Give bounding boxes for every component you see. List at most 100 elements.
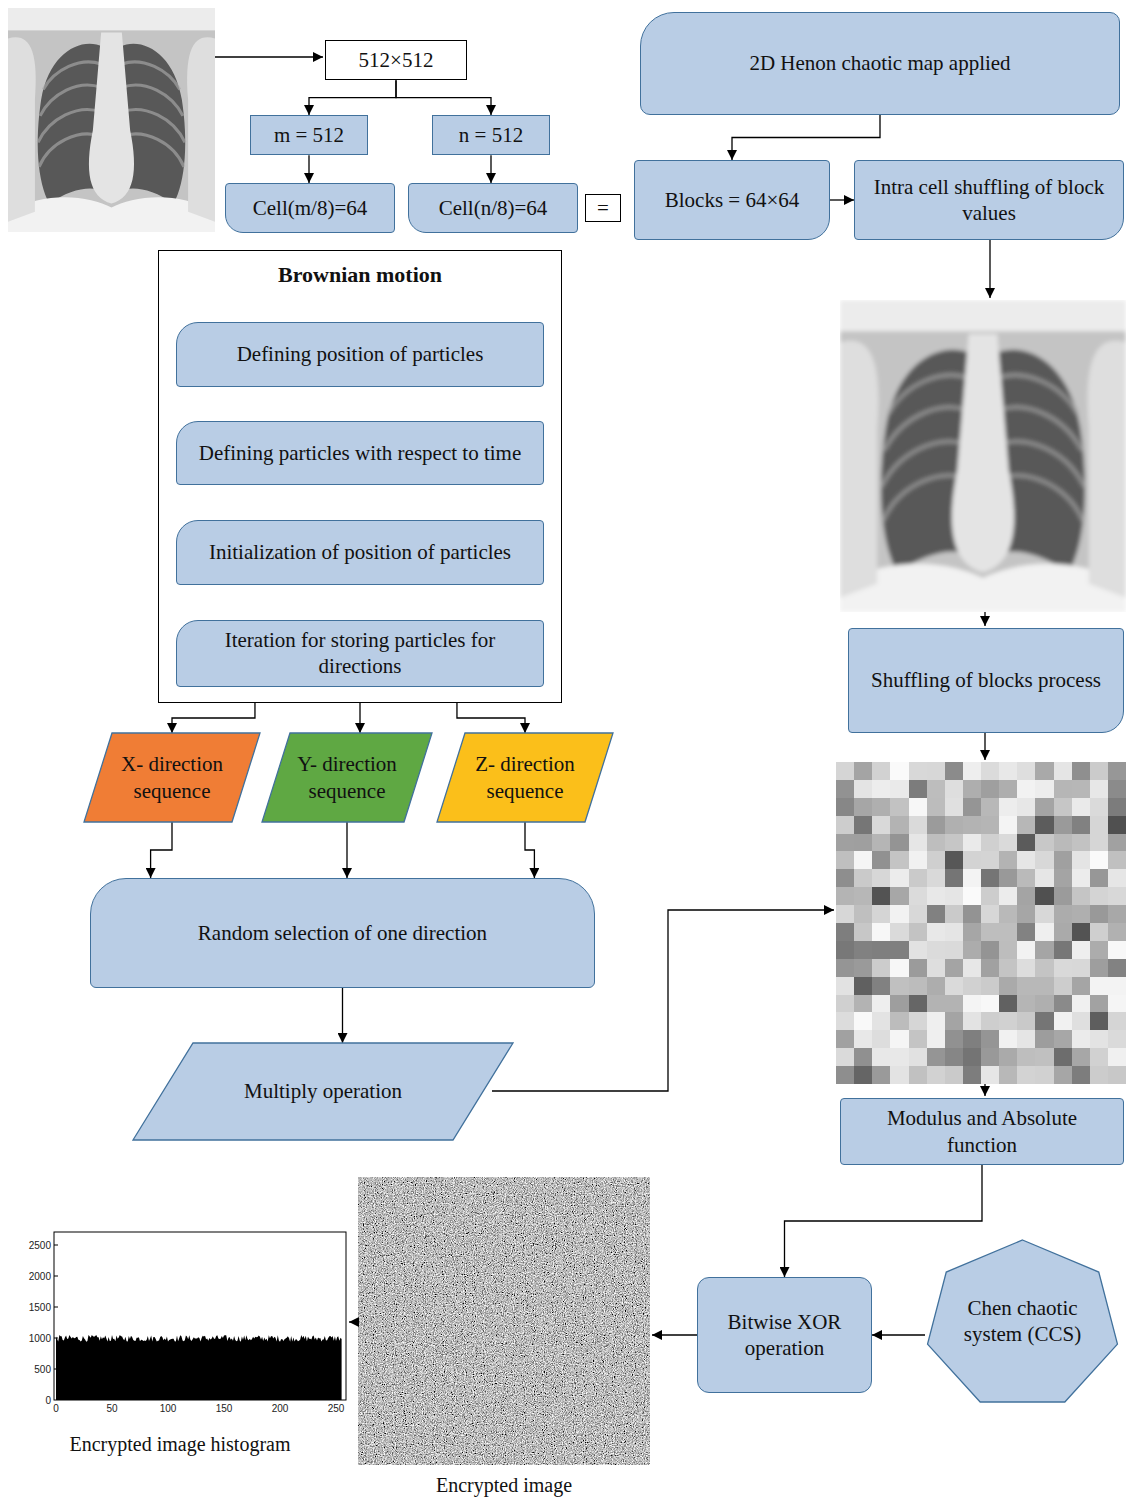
flow-connector <box>830 199 854 200</box>
pixel-block <box>1072 977 1090 995</box>
process-box: Intra cell shuffling of block values <box>854 160 1124 240</box>
pixel-block <box>909 905 927 923</box>
pixel-block <box>981 995 999 1012</box>
pixel-block <box>981 1048 999 1066</box>
pixel-block <box>981 905 999 923</box>
pixel-block <box>1035 1048 1054 1066</box>
pixel-block <box>963 923 981 941</box>
pixel-block <box>909 1066 927 1084</box>
pixel-block <box>945 905 963 923</box>
shape-outline <box>84 733 260 822</box>
parallelogram-shape <box>84 733 260 822</box>
pixel-block <box>1072 851 1090 869</box>
pixel-block <box>1017 923 1035 941</box>
axis-tick-label: 200 <box>272 1403 289 1414</box>
pixel-block <box>1017 887 1035 905</box>
pixel-block <box>1035 977 1054 995</box>
pixel-block <box>1072 1012 1090 1030</box>
pixel-block <box>836 905 854 923</box>
histogram-plot <box>54 1232 346 1400</box>
pixel-block <box>1108 798 1126 816</box>
pixel-block <box>1054 780 1072 798</box>
pixel-block <box>872 995 890 1012</box>
pixel-block <box>836 816 854 834</box>
pixel-block <box>1054 905 1072 923</box>
flow-connector <box>457 703 525 733</box>
pixel-block <box>1035 851 1054 869</box>
pixel-block <box>1017 869 1035 887</box>
pixel-block <box>1090 816 1108 834</box>
pixel-block <box>836 780 854 798</box>
pixel-block <box>945 780 963 798</box>
pixel-block <box>1017 834 1035 851</box>
encrypted-image <box>358 1177 650 1465</box>
group-box: Brownian motionDefining position of part… <box>158 250 562 703</box>
pixel-block <box>836 1048 854 1066</box>
node-text: m = 512 <box>274 122 344 148</box>
process-box: Initialization of position of particles <box>176 520 544 585</box>
pixel-block <box>1090 887 1108 905</box>
pixel-block <box>854 816 872 834</box>
pixel-block <box>854 977 872 995</box>
pixel-block <box>1054 941 1072 959</box>
pixel-block <box>836 869 854 887</box>
node-text: Chen chaotic system (CCS) <box>953 1295 1092 1348</box>
pixel-block <box>999 869 1017 887</box>
pixel-block <box>1054 1066 1072 1084</box>
pixel-block <box>981 887 999 905</box>
blurred-xray-image <box>840 300 1126 612</box>
pixel-block <box>1072 905 1090 923</box>
pixel-block <box>890 762 909 780</box>
pixel-block <box>836 923 854 941</box>
parallelogram-shape <box>262 733 432 822</box>
pixel-block <box>963 798 981 816</box>
pixel-block <box>1090 923 1108 941</box>
pixel-block <box>1017 905 1035 923</box>
pixel-block <box>999 887 1017 905</box>
axis-tick-label: 0 <box>45 1395 51 1406</box>
pixel-block <box>1108 762 1126 780</box>
pixel-block <box>872 923 890 941</box>
pixel-block <box>963 762 981 780</box>
pixel-block <box>890 851 909 869</box>
pixel-block <box>999 834 1017 851</box>
flow-connector <box>732 115 880 160</box>
pixel-block <box>854 762 872 780</box>
pixel-block <box>1017 798 1035 816</box>
block-shuffled-image <box>836 762 1126 1084</box>
pixel-block <box>927 995 945 1012</box>
process-box: Blocks = 64×64 <box>634 160 830 240</box>
node-text: Bitwise XOR operation <box>708 1309 861 1362</box>
flow-connector <box>172 703 255 733</box>
pixel-block <box>872 816 890 834</box>
pixel-block <box>1017 995 1035 1012</box>
xray-image <box>8 8 215 232</box>
pixel-block <box>999 780 1017 798</box>
pixel-block <box>872 762 890 780</box>
pixel-block <box>854 1030 872 1048</box>
axis-tick-label: 100 <box>160 1403 177 1414</box>
pixel-block <box>1072 923 1090 941</box>
axis-tick-label: 0 <box>53 1403 59 1414</box>
axis-tick-label: 500 <box>34 1364 51 1375</box>
pixel-block <box>999 1030 1017 1048</box>
pixel-block <box>1108 905 1126 923</box>
pixel-block <box>963 869 981 887</box>
pixel-block <box>1108 941 1126 959</box>
node-text: Intra cell shuffling of block values <box>865 174 1113 227</box>
pixel-block <box>927 887 945 905</box>
process-box: Modulus and Absolute function <box>840 1098 1124 1165</box>
pixel-block <box>1017 851 1035 869</box>
pixel-block <box>1072 1030 1090 1048</box>
pixel-block <box>854 780 872 798</box>
pixel-block <box>981 1012 999 1030</box>
data-parallelogram: Multiply operation <box>133 1043 513 1140</box>
pixel-block <box>963 959 981 977</box>
pixel-block <box>872 977 890 995</box>
pixel-block <box>854 887 872 905</box>
pixel-block <box>1072 816 1090 834</box>
pixel-block <box>1035 798 1054 816</box>
pixel-block <box>1090 834 1108 851</box>
pixel-block <box>1072 1066 1090 1084</box>
pixel-block <box>963 977 981 995</box>
